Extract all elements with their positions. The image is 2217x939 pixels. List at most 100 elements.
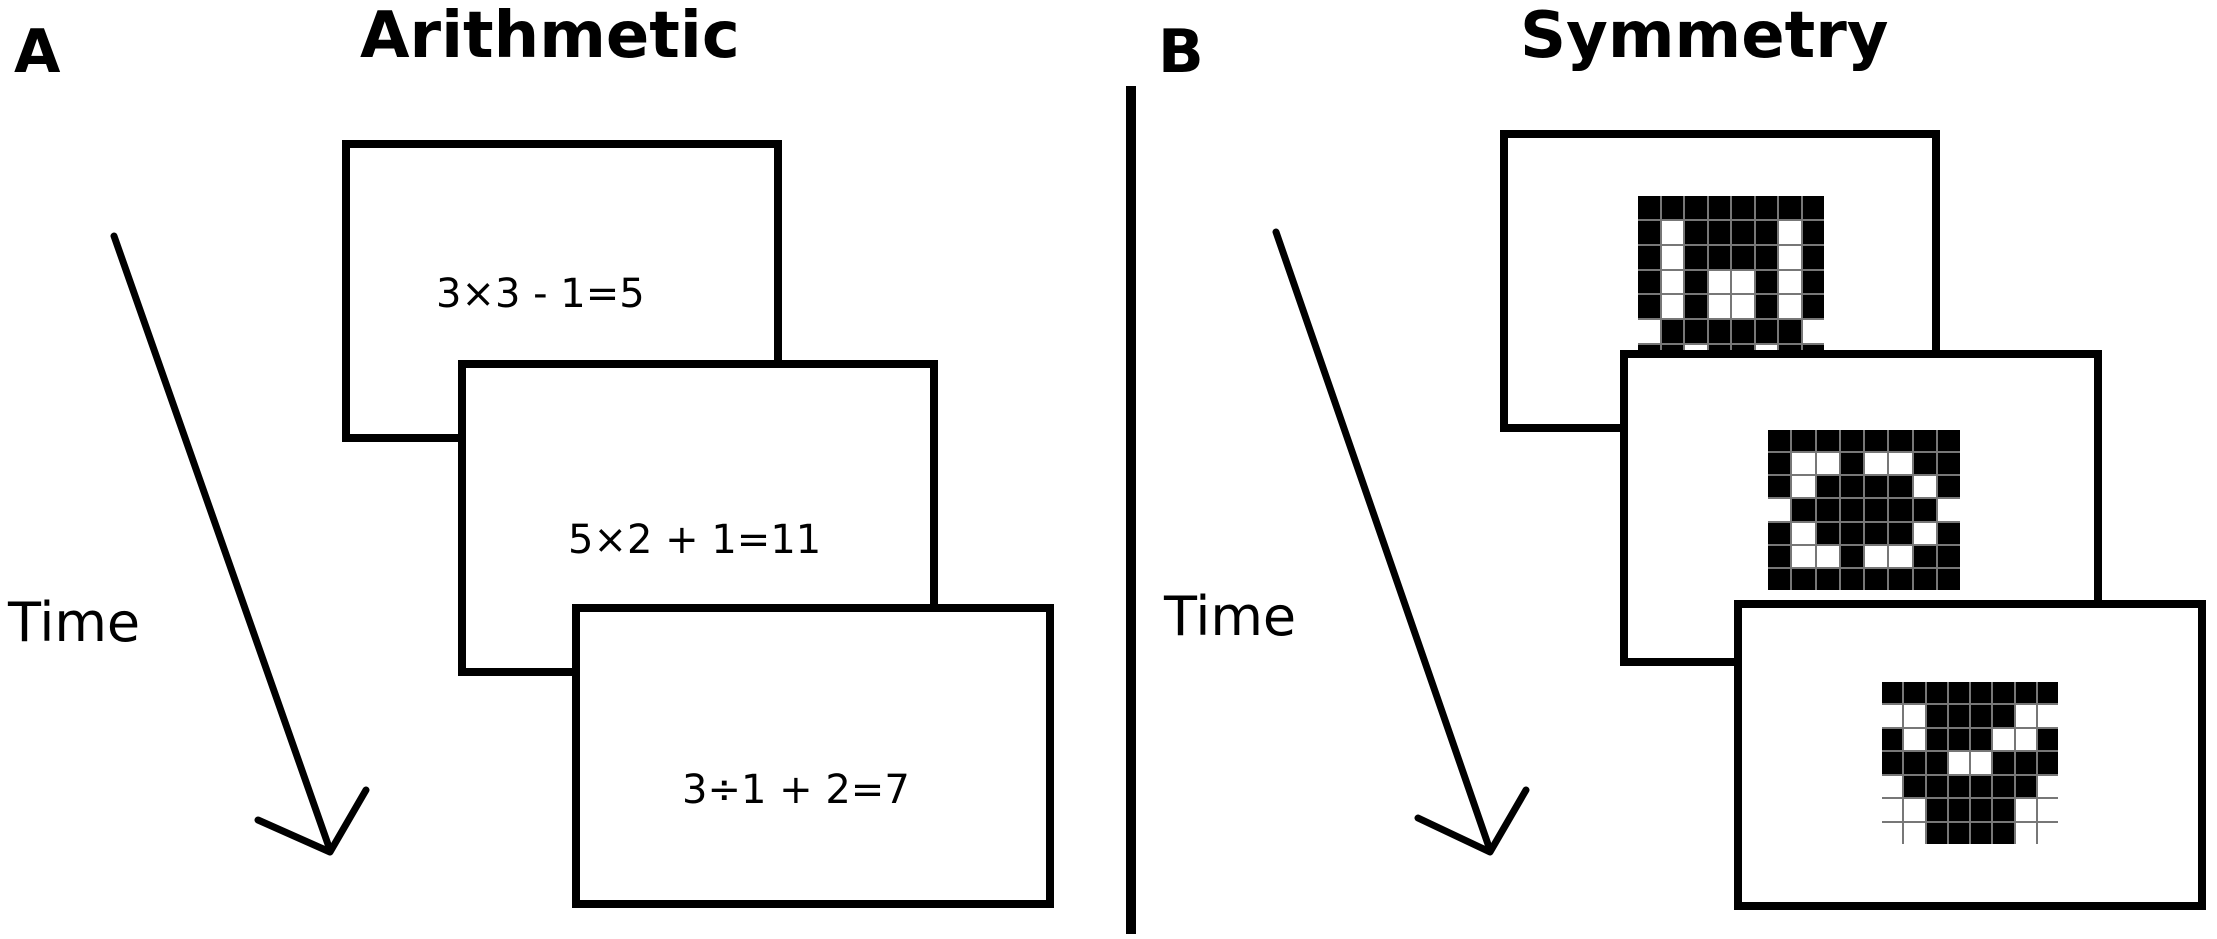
pattern-cell [1779,245,1801,269]
pattern-cell [1708,320,1730,344]
pattern-cell [1904,728,1925,751]
pattern-cell [1840,499,1863,521]
pattern-cell [1768,499,1791,521]
pattern-cell [1889,522,1912,544]
pattern-cell [1708,245,1730,269]
pattern-cell [1926,705,1947,727]
pattern-cell [1732,320,1754,344]
pattern-cell [1708,295,1730,319]
pattern-cell [1779,320,1801,344]
pattern-cell [1913,545,1936,567]
pattern-cell [1816,568,1839,590]
pattern-cell [1661,196,1683,219]
pattern-cell [1882,752,1903,774]
pattern-cell [1685,245,1707,269]
pattern-cell [1865,430,1888,452]
pattern-cell [1926,682,1947,704]
pattern-cell [1913,453,1936,475]
pattern-cell [2015,799,2036,821]
pattern-cell [1948,752,1969,774]
pattern-cell [1889,568,1912,590]
symmetry-pattern-1 [1638,196,1824,368]
pattern-cell [1971,752,1992,774]
pattern-cell [1802,196,1824,219]
panel-b-title: Symmetry [1520,0,1889,73]
pattern-cell [1816,430,1839,452]
pattern-cell [1993,799,2014,821]
pattern-cell [1937,476,1960,498]
pattern-cell [1913,522,1936,544]
pattern-cell [1755,320,1777,344]
pattern-cell [1882,822,1903,844]
pattern-cell [1661,320,1683,344]
pattern-cell [1889,499,1912,521]
pattern-cell [2037,682,2058,704]
pattern-cell [1708,196,1730,219]
pattern-cell [1904,799,1925,821]
pattern-cell [1840,476,1863,498]
pattern-cell [1882,705,1903,727]
pattern-cell [1638,295,1660,319]
pattern-cell [1971,728,1992,751]
pattern-cell [1661,245,1683,269]
pattern-cell [1865,476,1888,498]
pattern-cell [1993,822,2014,844]
pattern-cell [1904,822,1925,844]
panel-b-time-label: Time [1164,585,1297,648]
pattern-cell [1816,476,1839,498]
pattern-cell [1768,453,1791,475]
pattern-cell [1685,220,1707,244]
pattern-cell [1889,430,1912,452]
pattern-cell [1802,220,1824,244]
pattern-cell [1993,752,2014,774]
pattern-cell [2015,728,2036,751]
pattern-cell [1840,453,1863,475]
pattern-cell [1792,545,1815,567]
pattern-cell [1792,430,1815,452]
pattern-cell [1638,320,1660,344]
pattern-cell [1779,196,1801,219]
arithmetic-equation-1: 3×3 - 1=5 [436,271,645,317]
symmetry-frame-3 [1734,600,2206,910]
pattern-cell [2015,682,2036,704]
pattern-cell [1661,270,1683,294]
pattern-cell [1732,245,1754,269]
pattern-cell [1882,682,1903,704]
pattern-cell [1779,270,1801,294]
pattern-cell [1865,522,1888,544]
pattern-cell [1755,245,1777,269]
pattern-cell [1685,196,1707,219]
pattern-cell [2015,705,2036,727]
pattern-cell [1937,568,1960,590]
pattern-cell [1937,453,1960,475]
arithmetic-frame-3: 3÷1 + 2=7 [572,604,1054,908]
pattern-cell [1802,245,1824,269]
pattern-cell [1948,705,1969,727]
arithmetic-equation-3: 3÷1 + 2=7 [682,767,910,813]
pattern-cell [1840,522,1863,544]
pattern-cell [1708,270,1730,294]
pattern-cell [1732,295,1754,319]
pattern-cell [1865,499,1888,521]
pattern-cell [1865,568,1888,590]
pattern-cell [1755,295,1777,319]
pattern-cell [1816,522,1839,544]
pattern-cell [1779,220,1801,244]
pattern-cell [1913,430,1936,452]
pattern-cell [1971,799,1992,821]
panel-b-letter: B [1158,17,1204,87]
pattern-cell [1913,499,1936,521]
pattern-cell [1755,196,1777,219]
pattern-cell [1802,320,1824,344]
pattern-cell [1904,775,1925,798]
pattern-cell [1889,476,1912,498]
pattern-cell [1926,728,1947,751]
pattern-cell [1913,476,1936,498]
pattern-cell [1779,295,1801,319]
pattern-cell [1638,220,1660,244]
pattern-cell [1661,220,1683,244]
pattern-cell [2037,752,2058,774]
pattern-cell [1816,499,1839,521]
